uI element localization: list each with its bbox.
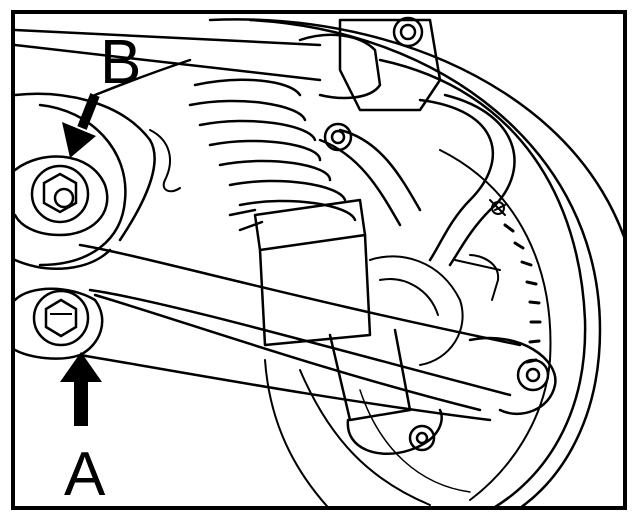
- shock-absorber: [253, 198, 443, 455]
- up-arrow-icon: [60, 352, 102, 426]
- mounting-bracket: [15, 155, 109, 360]
- stabilizer-link: [318, 93, 516, 267]
- lower-control-arm: [78, 243, 557, 422]
- bolt-icon: [30, 164, 90, 224]
- wheel-outline: [208, 18, 623, 506]
- diagram-frame: [11, 10, 627, 510]
- callout-label-b: B: [100, 28, 142, 97]
- brake-details: [149, 129, 506, 366]
- upper-bar: [15, 16, 442, 112]
- callout-label-a: A: [64, 440, 106, 509]
- coil-spring: [188, 78, 357, 232]
- down-left-arrow-icon: [62, 93, 100, 158]
- bolt-icon: [32, 289, 90, 347]
